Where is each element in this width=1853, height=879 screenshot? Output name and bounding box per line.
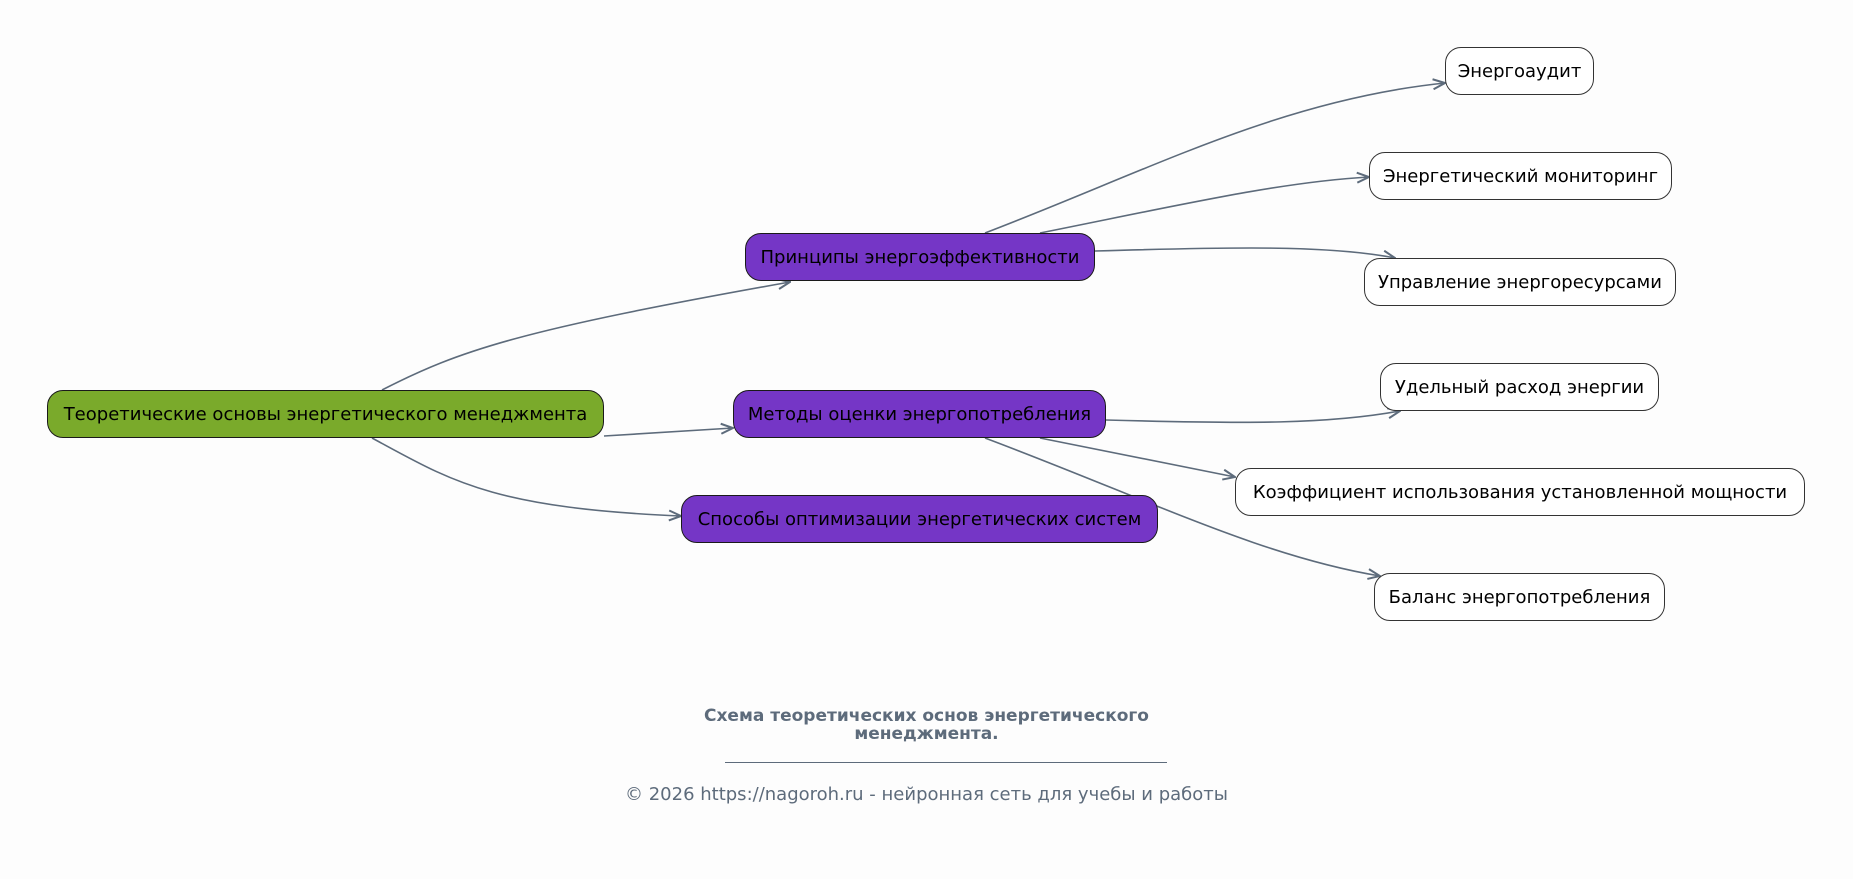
node-balance: Баланс энергопотребления — [1374, 573, 1665, 621]
edge-principles-audit — [984, 83, 1445, 234]
caption-divider — [725, 762, 1167, 763]
node-principles: Принципы энергоэффективности — [745, 233, 1095, 281]
edge-methods-coefficient — [1039, 437, 1235, 477]
edge-methods-balance — [984, 437, 1380, 576]
node-monitoring: Энергетический мониторинг — [1369, 152, 1672, 200]
caption-line-2: менеджмента. — [854, 724, 999, 744]
node-root: Теоретические основы энергетического мен… — [47, 390, 604, 438]
node-methods: Методы оценки энергопотребления — [733, 390, 1106, 438]
node-ways: Способы оптимизации энергетических систе… — [681, 495, 1158, 543]
diagram-caption: Схема теоретических основ энергетическог… — [0, 707, 1853, 743]
node-audit: Энергоаудит — [1445, 47, 1594, 95]
edge-root-ways — [371, 437, 681, 516]
edge-root-methods — [603, 428, 733, 437]
node-resources: Управление энергоресурсами — [1364, 258, 1676, 306]
edge-principles-monitoring — [1039, 177, 1369, 234]
node-specific: Удельный расход энергии — [1380, 363, 1659, 411]
edge-root-principles — [381, 282, 790, 391]
edge-principles-resources — [1094, 247, 1395, 258]
caption-line-1: Схема теоретических основ энергетическог… — [703, 706, 1149, 726]
copyright-footer: © 2026 https://nagoroh.ru - нейронная се… — [624, 784, 1228, 805]
node-coefficient: Коэффициент использования установленной … — [1235, 468, 1805, 516]
edge-methods-specific — [1105, 411, 1400, 424]
